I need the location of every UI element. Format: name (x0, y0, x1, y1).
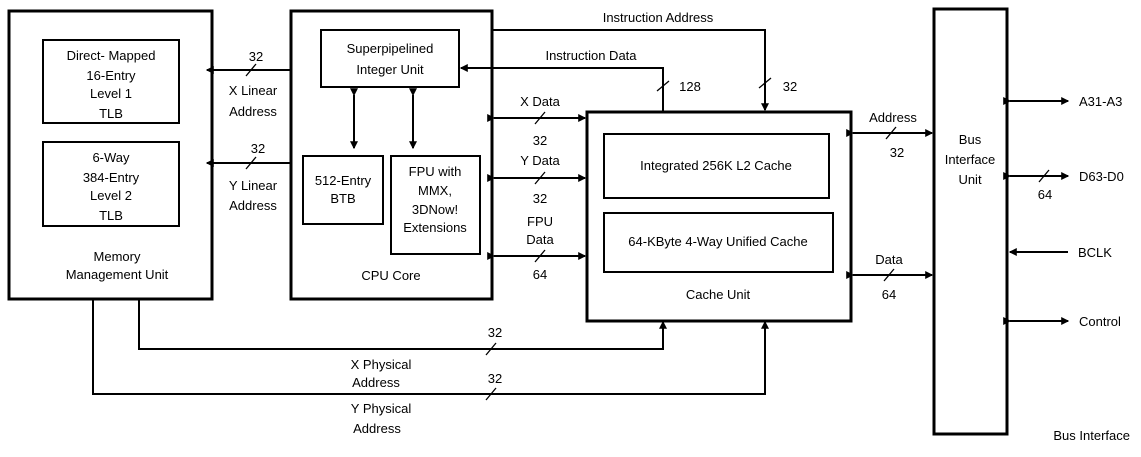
btb-line-2: BTB (330, 191, 355, 206)
cache-unit-label: Cache Unit (686, 287, 751, 302)
btb-box (302, 155, 384, 225)
data-bus-label: Data (875, 252, 903, 267)
x-linear-label-line-2: Address (229, 104, 277, 119)
fpu-data-width: 64 (533, 267, 547, 282)
fpu-data-label-line-2: Data (526, 232, 554, 247)
biu-label-line-2: Interface (945, 152, 996, 167)
integer-unit-line-1: Superpipelined (347, 41, 434, 56)
x-physical-width: 32 (488, 325, 502, 340)
y-physical-address-bus (92, 299, 769, 395)
fpu-line-1: FPU with (409, 164, 462, 179)
integer-unit-box (320, 29, 460, 88)
y-data-tick (534, 171, 546, 185)
y-physical-tick (485, 387, 497, 401)
d63-d0-label: D63-D0 (1079, 169, 1124, 184)
fpu-line-3: 3DNow! (412, 202, 458, 217)
l2-cache-box (603, 133, 830, 199)
x-physical-label-line-2: Address (352, 375, 400, 390)
l1-cache-label: 64-KByte 4-Way Unified Cache (628, 234, 807, 249)
mmu-label-line-1: Memory (94, 249, 141, 264)
x-physical-label-line-1: X Physical (351, 357, 412, 372)
x-data-tick (534, 111, 546, 125)
y-linear-label-line-2: Address (229, 198, 277, 213)
tlb1-line-1: Direct- Mapped (67, 48, 156, 63)
instruction-address-tick (758, 77, 772, 89)
l1-cache-box (603, 212, 834, 273)
tlb1-line-3: Level 1 (90, 86, 132, 101)
tlb1-line-2: 16-Entry (86, 68, 136, 83)
biu-label-line-1: Bus (959, 132, 982, 147)
tlb2-line-4: TLB (99, 208, 123, 223)
data-bus-width: 64 (882, 287, 896, 302)
instruction-address-width: 32 (783, 79, 797, 94)
y-physical-label-line-1: Y Physical (351, 401, 412, 416)
x-linear-width: 32 (249, 49, 263, 64)
l2-cache-label: Integrated 256K L2 Cache (640, 158, 792, 173)
x-data-width: 32 (533, 133, 547, 148)
integer-unit-line-2: Integer Unit (356, 62, 424, 77)
instruction-data-width: 128 (679, 79, 701, 94)
x-physical-address-bus (138, 299, 667, 350)
biu-label-line-3: Unit (958, 172, 982, 187)
y-physical-width: 32 (488, 371, 502, 386)
level2-tlb-box (42, 141, 180, 227)
instruction-address-label: Instruction Address (603, 10, 714, 25)
x-physical-tick (485, 342, 497, 356)
y-linear-label-line-1: Y Linear (229, 178, 278, 193)
y-linear-width-tick (245, 156, 257, 170)
fpu-box (390, 155, 481, 255)
instruction-data-bus (459, 64, 664, 112)
level1-tlb-box (42, 39, 180, 124)
btb-line-1: 512-Entry (315, 173, 372, 188)
a31-a3-label: A31-A3 (1079, 94, 1122, 109)
x-data-label: X Data (520, 94, 561, 109)
x-linear-width-tick (245, 63, 257, 77)
d63-d0-tick (1038, 169, 1050, 183)
d63-d0-width: 64 (1038, 187, 1052, 202)
tlb2-line-1: 6-Way (92, 150, 130, 165)
tlb1-line-4: TLB (99, 106, 123, 121)
data-bus-tick (883, 268, 895, 282)
fpu-line-4: Extensions (403, 220, 467, 235)
bus-interface-unit-box (932, 7, 1009, 436)
fpu-data-tick (534, 249, 546, 263)
fpu-data-label-line-1: FPU (527, 214, 553, 229)
tlb2-line-3: Level 2 (90, 188, 132, 203)
address-bus-width: 32 (890, 145, 904, 160)
address-bus-tick (885, 126, 897, 140)
address-bus-label: Address (869, 110, 917, 125)
instruction-data-tick (656, 80, 670, 92)
bclk-label: BCLK (1078, 245, 1112, 260)
x-linear-label-line-1: X Linear (229, 83, 278, 98)
y-linear-width: 32 (251, 141, 265, 156)
cpu-core-label: CPU Core (361, 268, 420, 283)
mmu-label-line-2: Management Unit (66, 267, 169, 282)
control-label: Control (1079, 314, 1121, 329)
instruction-data-label: Instruction Data (545, 48, 637, 63)
y-physical-label-line-2: Address (353, 421, 401, 436)
fpu-line-2: MMX, (418, 183, 452, 198)
tlb2-line-2: 384-Entry (83, 170, 140, 185)
bus-interface-caption: Bus Interface (1053, 428, 1130, 443)
y-data-width: 32 (533, 191, 547, 206)
y-data-label: Y Data (520, 153, 560, 168)
